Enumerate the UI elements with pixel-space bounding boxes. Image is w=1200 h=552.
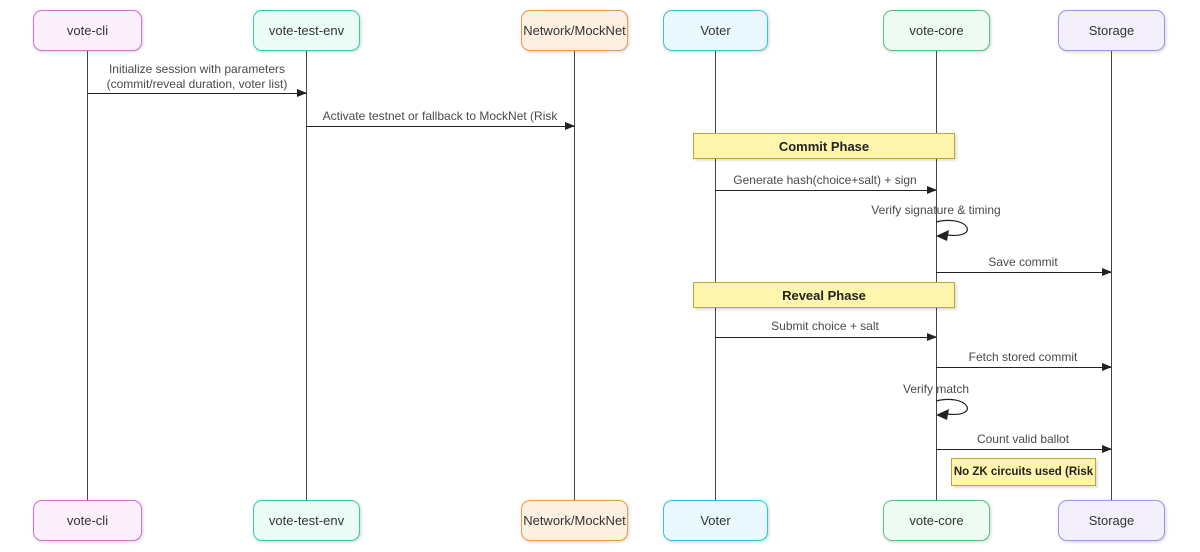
message-label-count-ballot: Count valid ballot bbox=[873, 432, 1173, 447]
self-loop-arrow bbox=[935, 219, 968, 241]
message-arrow-generate-hash bbox=[715, 186, 937, 194]
message-line: Activate testnet or fallback to MockNet … bbox=[322, 109, 558, 123]
message-arrow-save-commit bbox=[936, 268, 1112, 276]
actor-bottom-vote-cli: vote-cli bbox=[33, 500, 142, 541]
message-arrow-count-ballot bbox=[936, 445, 1112, 453]
lifeline-voter bbox=[715, 50, 716, 500]
arrowhead-right-icon bbox=[927, 186, 937, 194]
message-line: Submit choice + salt bbox=[771, 319, 879, 333]
message-arrow-init-session bbox=[88, 89, 307, 97]
banner-commit-phase: Commit Phase bbox=[693, 133, 955, 159]
arrowhead-right-icon bbox=[1102, 268, 1112, 276]
banner-reveal-phase: Reveal Phase bbox=[693, 282, 955, 308]
message-line: Verify signature & timing bbox=[871, 203, 1001, 217]
message-arrow-activate-testnet bbox=[306, 122, 575, 130]
actor-top-voter: Voter bbox=[663, 10, 768, 51]
lifeline-network-mocknet bbox=[574, 50, 575, 500]
loop-curve bbox=[935, 219, 968, 236]
message-line: Save commit bbox=[988, 255, 1058, 269]
arrowhead-left-icon bbox=[936, 230, 949, 241]
message-line: Initialize session with parameters bbox=[108, 62, 286, 76]
message-label-generate-hash: Generate hash(choice+salt) + sign bbox=[675, 173, 975, 188]
message-arrow-submit-choice bbox=[715, 333, 937, 341]
message-line: Verify match bbox=[902, 382, 970, 396]
arrowhead-right-icon bbox=[1102, 363, 1112, 371]
message-label-save-commit: Save commit bbox=[873, 255, 1173, 270]
message-line: Generate hash(choice+salt) + sign bbox=[733, 173, 917, 187]
arrowhead-left-icon bbox=[936, 409, 949, 420]
actor-bottom-vote-core: vote-core bbox=[883, 500, 990, 541]
actor-top-vote-test-env: vote-test-env bbox=[253, 10, 360, 51]
lifeline-vote-core bbox=[936, 50, 937, 500]
arrowhead-right-icon bbox=[297, 89, 307, 97]
lifeline-vote-test-env bbox=[306, 50, 307, 500]
message-line: (commit/reveal duration, voter list) bbox=[106, 77, 288, 91]
arrowhead-right-icon bbox=[927, 333, 937, 341]
message-line: Count valid ballot bbox=[976, 432, 1070, 446]
message-arrow-fetch-commit bbox=[936, 363, 1112, 371]
actor-bottom-storage: Storage bbox=[1058, 500, 1165, 541]
message-label-verify-signature: Verify signature & timing bbox=[786, 203, 1086, 218]
message-label-fetch-commit: Fetch stored commit bbox=[873, 350, 1173, 365]
actor-top-vote-core: vote-core bbox=[883, 10, 990, 51]
loop-curve bbox=[935, 398, 968, 415]
message-line: Fetch stored commit bbox=[968, 350, 1078, 364]
message-label-activate-testnet: Activate testnet or fallback to MockNet … bbox=[290, 109, 590, 124]
actor-bottom-vote-test-env: vote-test-env bbox=[253, 500, 360, 541]
arrowhead-right-icon bbox=[565, 122, 575, 130]
actor-bottom-voter: Voter bbox=[663, 500, 768, 541]
lifeline-vote-cli bbox=[87, 50, 88, 500]
actor-top-network-mocknet: Network/MockNet bbox=[521, 10, 628, 51]
note-no-zk-circuits: No ZK circuits used (Risk bbox=[951, 458, 1096, 486]
message-label-submit-choice: Submit choice + salt bbox=[675, 319, 975, 334]
message-label-verify-match: Verify match bbox=[786, 382, 1086, 397]
actor-bottom-network-mocknet: Network/MockNet bbox=[521, 500, 628, 541]
self-loop-arrow bbox=[935, 398, 968, 420]
actor-top-vote-cli: vote-cli bbox=[33, 10, 142, 51]
arrowhead-right-icon bbox=[1102, 445, 1112, 453]
message-label-init-session: Initialize session with parameters (comm… bbox=[47, 62, 347, 92]
actor-top-storage: Storage bbox=[1058, 10, 1165, 51]
